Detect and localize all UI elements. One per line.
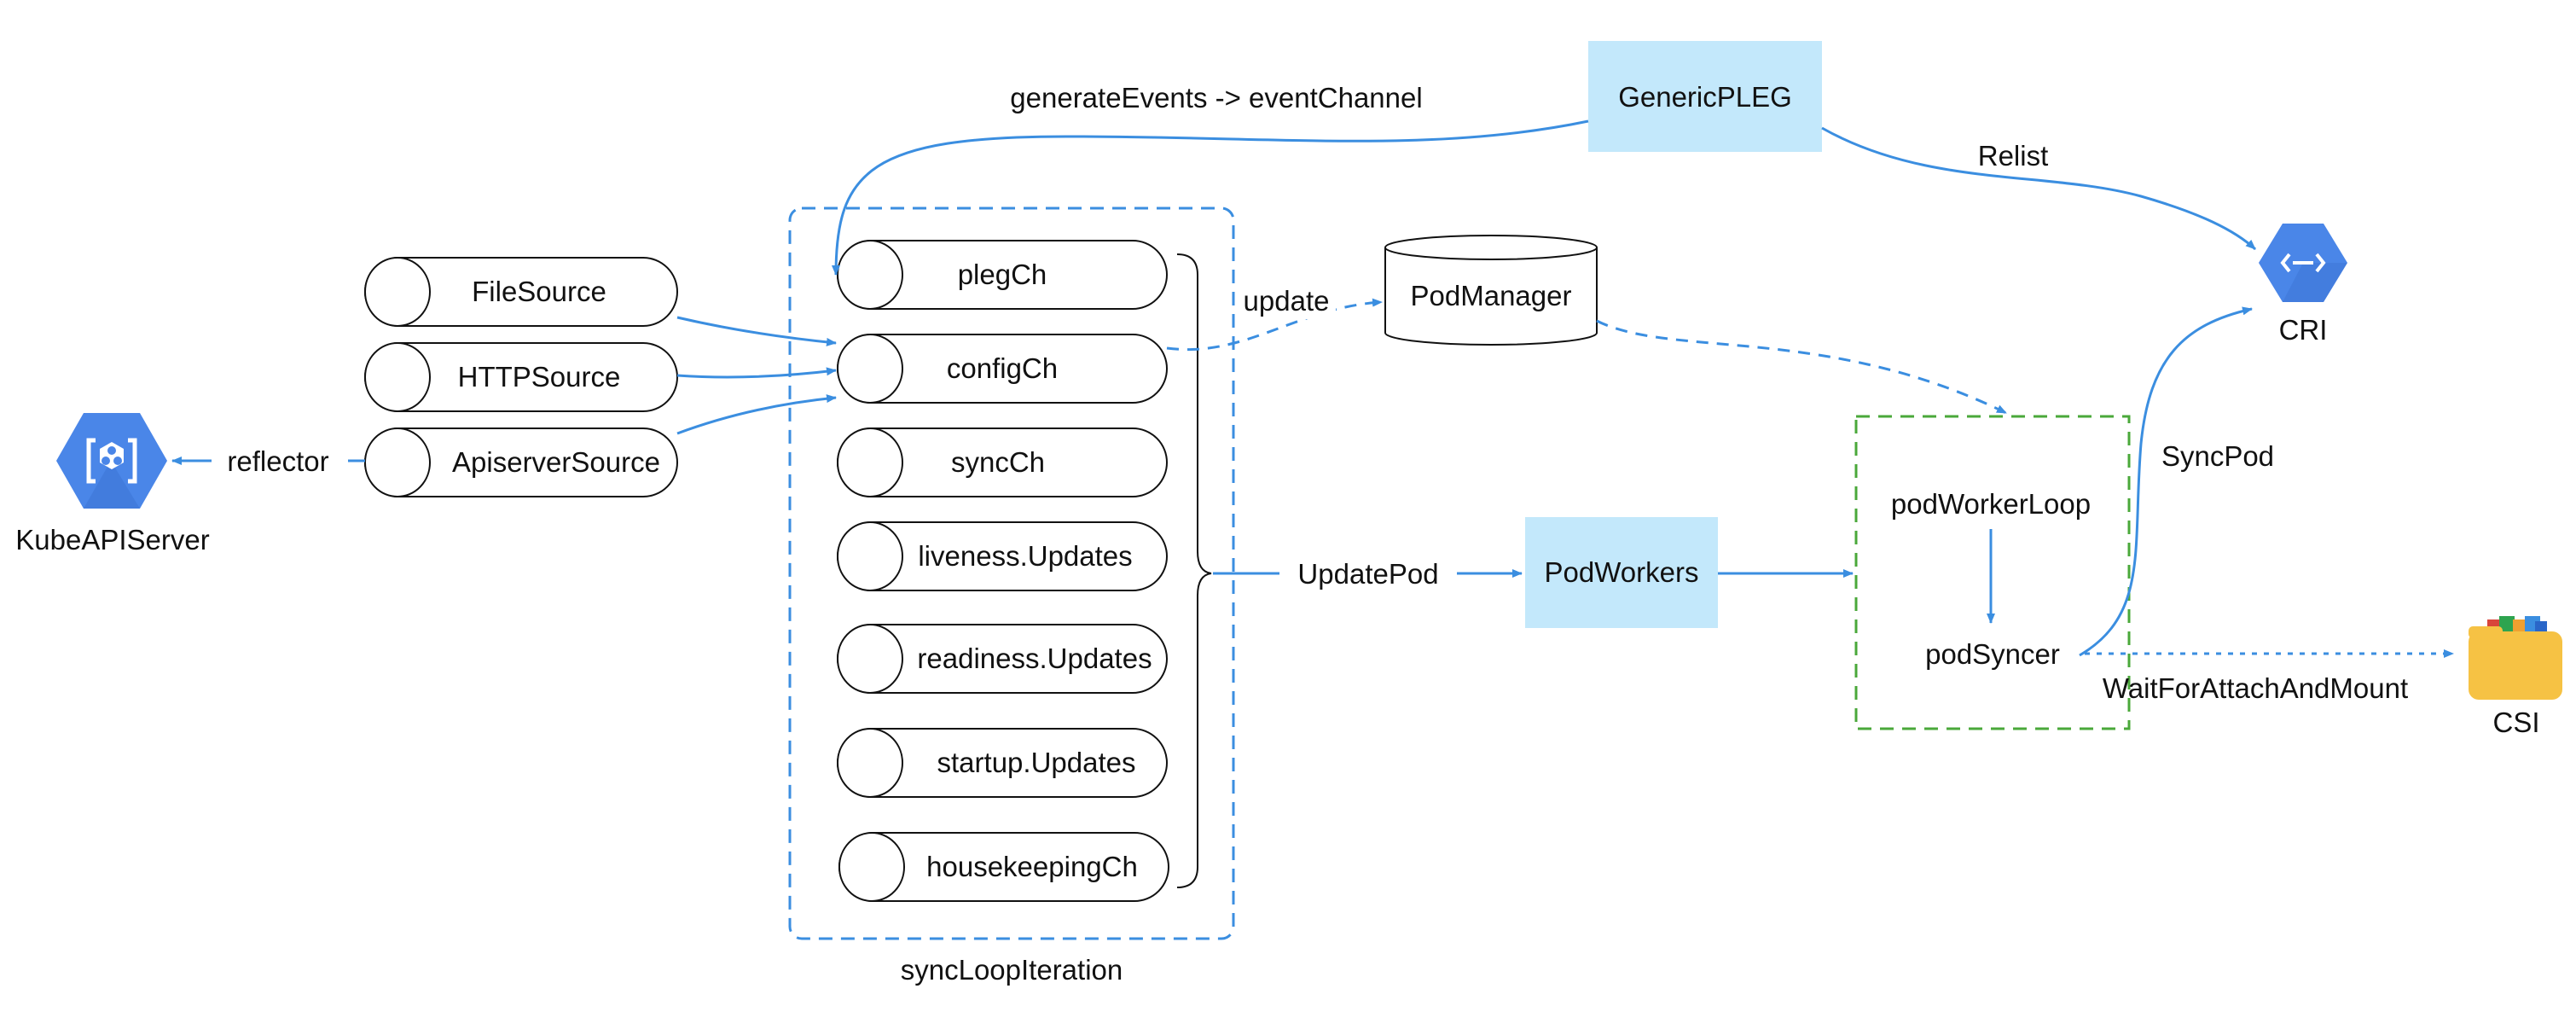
reflector-label: reflector xyxy=(227,445,328,477)
storage-folder-icon xyxy=(2469,616,2562,700)
channel-liveness-updates: liveness.Updates xyxy=(837,521,1168,591)
pod-syncer-label: podSyncer xyxy=(1925,638,2060,670)
sync-pod-label: SyncPod xyxy=(2161,440,2274,472)
pod-workers-label: PodWorkers xyxy=(1545,556,1699,588)
channel-label: housekeepingCh xyxy=(926,851,1138,882)
generate-events-label: generateEvents -> eventChannel xyxy=(1010,82,1422,113)
channel-label: liveness.Updates xyxy=(918,540,1132,572)
channel-label: syncCh xyxy=(951,446,1045,478)
pod-manager-label: PodManager xyxy=(1411,280,1572,311)
kube-api-server-label: KubeAPIServer xyxy=(15,524,209,555)
pod-worker-group xyxy=(1854,415,2131,730)
http-source-label: HTTPSource xyxy=(458,361,621,393)
generic-pleg-label: GenericPLEG xyxy=(1618,81,1792,113)
cri-label: CRI xyxy=(2279,314,2328,346)
sync-loop-iteration-label: syncLoopIteration xyxy=(901,954,1123,986)
generic-pleg-node xyxy=(1588,41,1822,152)
relist-label: Relist xyxy=(1978,140,2049,172)
relist-edge xyxy=(1821,126,2257,251)
apiserver-source-to-config-edge xyxy=(676,394,837,435)
channel-startup-updates: startup.Updates xyxy=(837,728,1168,798)
file-source-node: FileSource xyxy=(364,257,678,327)
channel-readiness-updates: readiness.Updates xyxy=(837,624,1168,694)
channel-label: readiness.Updates xyxy=(917,643,1152,674)
pod-workers-node xyxy=(1525,517,1718,628)
api-hexagon-icon xyxy=(2259,224,2347,302)
update-label: update xyxy=(1244,285,1330,317)
http-source-to-config-edge xyxy=(676,367,837,379)
apiserver-source-node: ApiserverSource xyxy=(364,427,678,497)
channel-label: configCh xyxy=(947,352,1058,384)
pod-manager-to-worker-edge xyxy=(1596,319,2007,415)
channel-config-ch: configCh xyxy=(837,334,1168,404)
pod-worker-loop-label: podWorkerLoop xyxy=(1891,488,2091,520)
channel-housekeeping-ch: housekeepingCh xyxy=(838,832,1169,902)
update-pod-label: UpdatePod xyxy=(1297,558,1438,590)
channel-label: plegCh xyxy=(958,259,1047,290)
channel-pleg-ch: plegCh xyxy=(837,240,1168,310)
channel-sync-ch: syncCh xyxy=(837,427,1168,497)
wait-for-attach-label: WaitForAttachAndMount xyxy=(2103,672,2408,704)
channel-label: startup.Updates xyxy=(937,747,1136,778)
pod-manager-node: PodManager xyxy=(1384,235,1598,346)
http-source-node: HTTPSource xyxy=(364,342,678,412)
update-edge xyxy=(1166,298,1383,351)
apiserver-source-label: ApiserverSource xyxy=(452,446,660,478)
generate-events-edge xyxy=(832,119,1589,276)
sync-loop-iteration-group xyxy=(788,206,1235,940)
file-source-label: FileSource xyxy=(472,276,606,307)
csi-label: CSI xyxy=(2492,707,2539,738)
channel-brace xyxy=(1176,253,1212,888)
kubernetes-engine-icon xyxy=(56,413,167,509)
sync-pod-edge xyxy=(2079,306,2253,657)
file-source-to-config-edge xyxy=(676,316,837,346)
